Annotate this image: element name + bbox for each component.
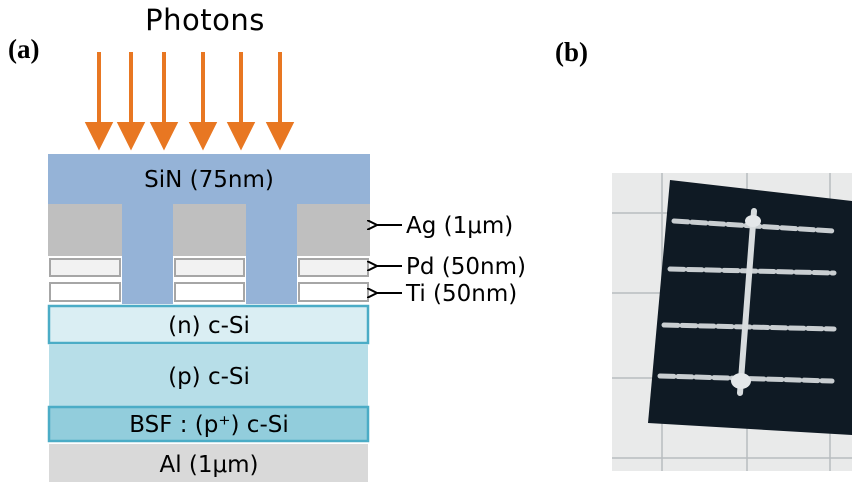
al-label: Al (1μm) [159,452,258,478]
callout-pd: Pd (50nm) [376,254,526,280]
n-si-label: (n) c-Si [168,313,250,339]
cell-body [648,180,852,435]
ti-layer [298,282,369,302]
photon-arrows [84,52,295,151]
al-layer [49,444,368,482]
pd-layer [49,258,121,277]
photon-arrow [265,52,295,151]
pd-layer [298,258,369,277]
pd-layer [174,258,245,277]
p-si-label: (p) c-Si [168,364,250,390]
pd-callout-label: Pd (50nm) [406,254,526,280]
ag-contact [173,204,246,256]
ti-layer [49,282,121,302]
contact-stack [173,204,246,302]
callout-ag: Ag (1μm) [376,213,513,239]
busbar-pad [731,373,751,389]
contact-stack [297,204,370,302]
n-si-layer [47,304,370,345]
bsf-layer [47,405,370,443]
photon-arrow [84,52,114,151]
p-si-layer [49,344,368,406]
ti-callout-label: Ti (50nm) [405,281,517,307]
panel-label-b: (b) [555,37,588,67]
contact-stack [48,204,122,302]
ag-contact [297,204,370,256]
panel-label-a: (a) [8,34,40,64]
sin-layer [48,154,370,304]
photon-arrow [188,52,218,151]
sin-label: SiN (75nm) [144,167,274,193]
cell-busbar [737,208,757,396]
ag-contact [48,204,122,256]
solar-cell-photo [612,173,852,471]
photon-arrow [116,52,146,151]
ti-layer [174,282,245,302]
photons-label: Photons [145,3,265,37]
photon-arrow [226,52,256,151]
photon-arrow [149,52,179,151]
callout-ti: Ti (50nm) [376,281,517,307]
busbar-pad [745,215,761,227]
ag-callout-label: Ag (1μm) [406,213,513,239]
bsf-label: BSF : (p⁺) c-Si [129,412,289,438]
